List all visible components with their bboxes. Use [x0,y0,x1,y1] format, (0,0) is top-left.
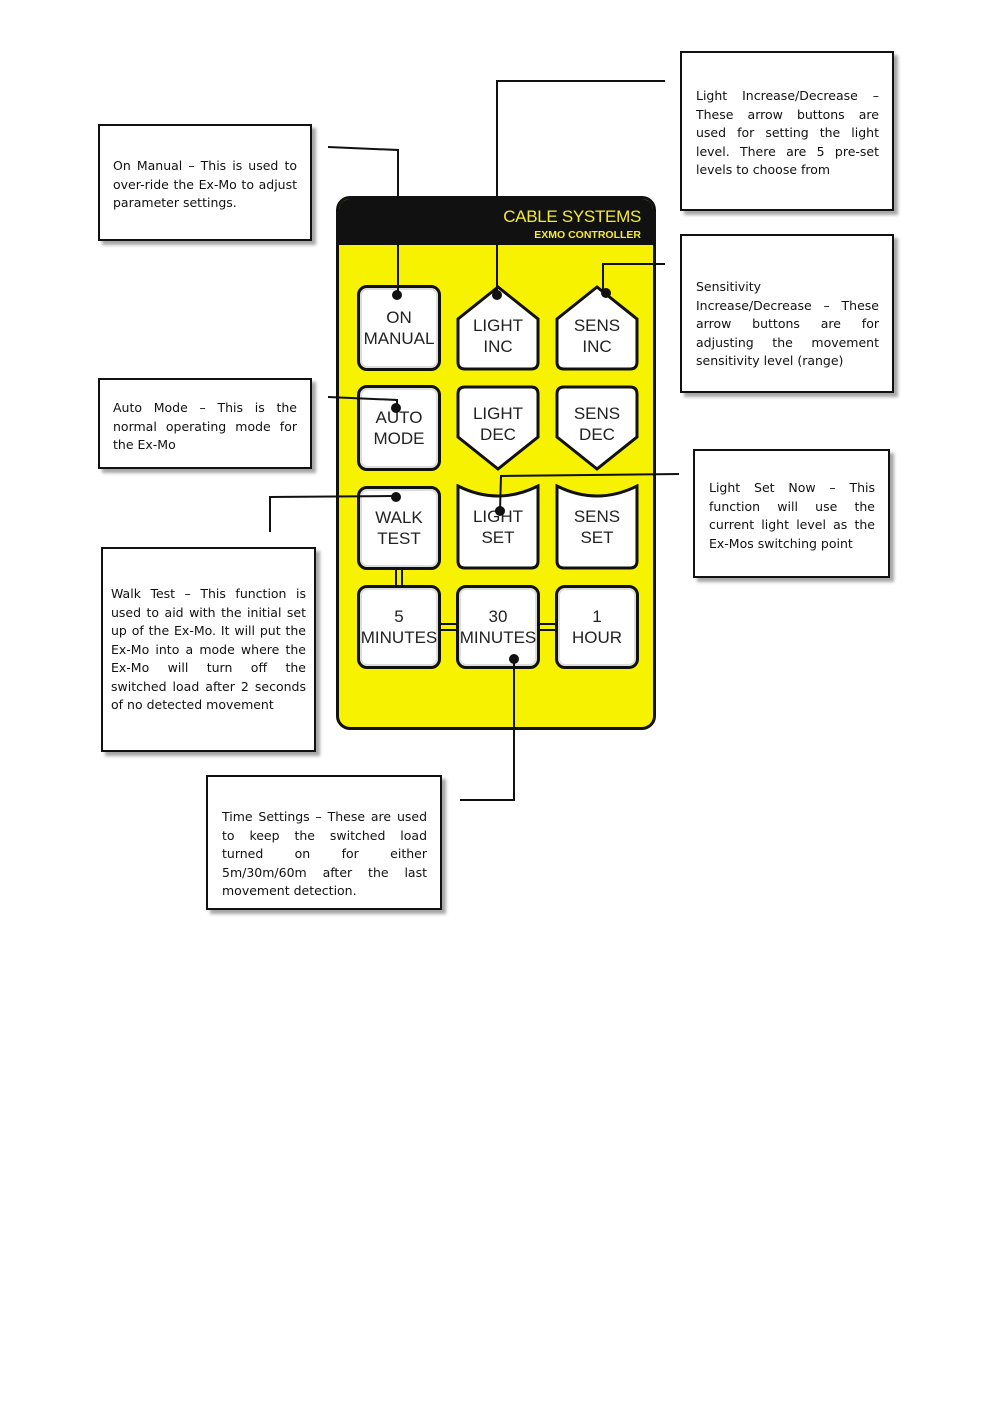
five-minutes-line-2: MINUTES [360,628,438,647]
thirty-minutes-line-1: 30 [488,607,508,626]
exmo-controller: CABLE SYSTEMS EXMO CONTROLLER ON MANUAL … [336,196,656,730]
walk-test-line-2: TEST [377,529,421,548]
sens-dec-button[interactable]: SENS DEC [555,385,639,471]
on-manual-line-1: ON [386,308,412,327]
sens-set-line-1: SENS [573,507,621,526]
key-link-horizontal [441,629,456,631]
leader-dot-on-manual [392,290,402,300]
callout-sensitivity-text: Sensitivity Increase/Decrease – These ar… [696,279,879,368]
up-arrow-icon [555,285,639,371]
one-hour-line-2: HOUR [571,628,623,647]
light-inc-line-2: INC [483,337,513,356]
one-hour-button[interactable]: 1 HOUR [555,585,639,669]
callout-walk-test-text: Walk Test – This function is used to aid… [111,586,306,712]
concave-key-shape [456,484,540,570]
callout-sensitivity: Sensitivity Increase/Decrease – These ar… [680,234,894,393]
sens-dec-line-1: SENS [573,404,621,423]
callout-light-set-now: Light Set Now – This function will use t… [693,449,890,578]
callout-time-settings: Time Settings – These are used to keep t… [206,775,442,910]
leader-walk-test [269,495,395,532]
leader-auto-mode [327,396,398,407]
one-hour-line-1: 1 [592,607,602,626]
callout-time-settings-text: Time Settings – These are used to keep t… [222,809,427,898]
sens-set-button[interactable]: SENS SET [555,484,639,570]
sens-set-line-2: SET [580,528,614,547]
callout-on-manual: On Manual – This is used to over-ride th… [98,124,312,241]
sens-inc-line-2: INC [582,337,612,356]
down-arrow-icon [456,385,540,471]
callout-on-manual-text: On Manual – This is used to over-ride th… [113,158,297,210]
down-arrow-icon [555,385,639,471]
light-set-button[interactable]: LIGHT SET [456,484,540,570]
leader-dot-sens-inc [601,288,611,298]
light-set-line-1: LIGHT [472,507,524,526]
brand-label: CABLE SYSTEMS [503,207,641,226]
leader-dot-light-set [495,506,505,516]
callout-auto-mode: Auto Mode – This is the normal operating… [98,378,312,469]
light-dec-line-2: DEC [480,425,516,444]
five-minutes-button[interactable]: 5 MINUTES [357,585,441,669]
leader-dot-time-settings [509,654,519,664]
leader-sens-inc [602,263,665,291]
key-link-vertical [395,570,397,585]
auto-mode-button[interactable]: AUTO MODE [357,385,441,471]
leader-light-inc [496,80,665,294]
light-dec-button[interactable]: LIGHT DEC [456,385,540,471]
sens-inc-line-1: SENS [573,316,621,335]
auto-mode-line-2: MODE [373,429,425,448]
callout-auto-mode-text: Auto Mode – This is the normal operating… [113,400,297,452]
thirty-minutes-button[interactable]: 30 MINUTES [456,585,540,669]
auto-mode-line-1: AUTO [375,408,423,427]
key-link-horizontal [540,623,555,625]
on-manual-line-2: MANUAL [363,329,435,348]
callout-light-set-now-text: Light Set Now – This function will use t… [709,480,875,551]
light-set-line-2: SET [481,528,515,547]
key-link-horizontal [441,623,456,625]
key-link-horizontal [540,629,555,631]
light-inc-button[interactable]: LIGHT INC [456,285,540,371]
thirty-minutes-line-2: MINUTES [459,628,537,647]
leader-dot-light-inc [492,290,502,300]
up-arrow-icon [456,285,540,371]
leader-light-set [499,473,680,511]
light-inc-line-1: LIGHT [472,316,524,335]
callout-light-inc-dec: Light Increase/Decrease – These arrow bu… [680,51,894,211]
sens-dec-line-2: DEC [579,425,615,444]
model-label: EXMO CONTROLLER [534,229,641,241]
concave-key-shape [555,484,639,570]
callout-walk-test: Walk Test – This function is used to aid… [101,547,316,752]
five-minutes-line-1: 5 [394,607,404,626]
leader-dot-auto-mode [391,403,401,413]
walk-test-line-1: WALK [375,508,423,527]
sens-inc-button[interactable]: SENS INC [555,285,639,371]
leader-on-manual [327,146,399,293]
leader-time-settings [460,659,515,801]
callout-light-inc-dec-text: Light Increase/Decrease – These arrow bu… [696,88,879,177]
leader-dot-walk-test [391,492,401,502]
key-link-vertical [401,570,403,585]
light-dec-line-1: LIGHT [472,404,524,423]
